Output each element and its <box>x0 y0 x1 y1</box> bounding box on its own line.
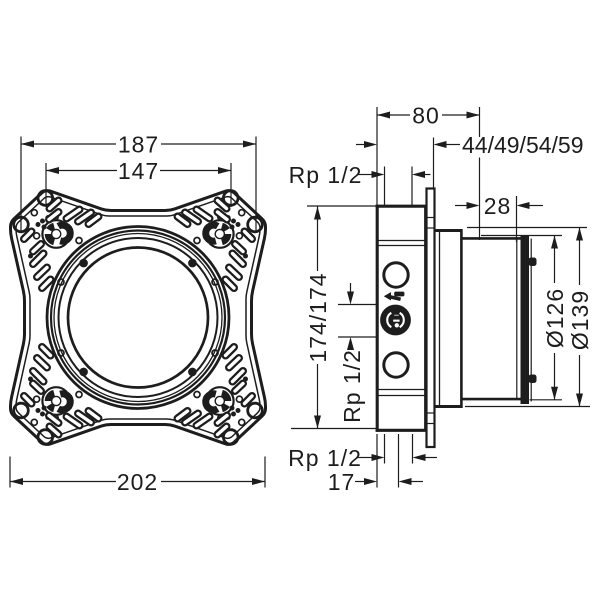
dim-label-dia-139: Ø139 <box>567 290 593 350</box>
housing-rings <box>45 225 231 410</box>
flange-dots <box>79 258 197 377</box>
dim-label-187: 187 <box>118 131 159 157</box>
dim-rp-bottom: Rp 1/2 <box>288 434 437 471</box>
dim-label-rp-top: Rp 1/2 <box>289 162 363 188</box>
plate-inner-edge <box>15 195 261 440</box>
dim-80: 80 <box>376 102 481 240</box>
dim-label-147: 147 <box>118 158 159 184</box>
dim-label-28: 28 <box>484 193 512 219</box>
dim-label-dia-126: Ø126 <box>542 288 568 348</box>
dim-147: 147 <box>45 158 232 207</box>
dim-dia-139: Ø139 <box>465 226 593 408</box>
dim-label-202: 202 <box>117 469 158 495</box>
dim-label-17: 17 <box>328 469 356 495</box>
dim-202: 202 <box>9 456 266 495</box>
dim-187: 187 <box>20 131 257 233</box>
dim-label-rp-mid: Rp 1/2 <box>339 349 365 423</box>
dim-28: 28 <box>455 193 543 242</box>
dim-depth-range: 44/49/54/59 <box>356 132 584 188</box>
dim-height-range: 174/174 <box>291 205 376 430</box>
port-center <box>380 304 411 336</box>
end-cap <box>520 235 537 404</box>
dimensions: 187 147 202 <box>9 102 593 495</box>
flange-edge <box>425 187 436 449</box>
side-view <box>375 187 537 449</box>
dim-dia-126: Ø126 <box>481 234 568 401</box>
outer-ring-edge <box>434 229 463 408</box>
dim-label-rp-bottom: Rp 1/2 <box>288 445 362 471</box>
port-top <box>382 261 410 289</box>
cylinder-edge <box>461 237 529 401</box>
front-view <box>9 191 267 445</box>
housing-body <box>375 204 427 432</box>
dim-label-depth-range: 44/49/54/59 <box>462 132 584 158</box>
flow-direction-icon <box>383 291 405 301</box>
dim-rp-top: Rp 1/2 <box>289 162 431 205</box>
dim-17: 17 <box>328 434 423 495</box>
dim-label-height-range: 174/174 <box>305 272 331 362</box>
dim-label-80: 80 <box>412 102 440 128</box>
port-bottom <box>382 351 410 379</box>
dim-rp-mid: Rp 1/2 <box>338 283 378 423</box>
